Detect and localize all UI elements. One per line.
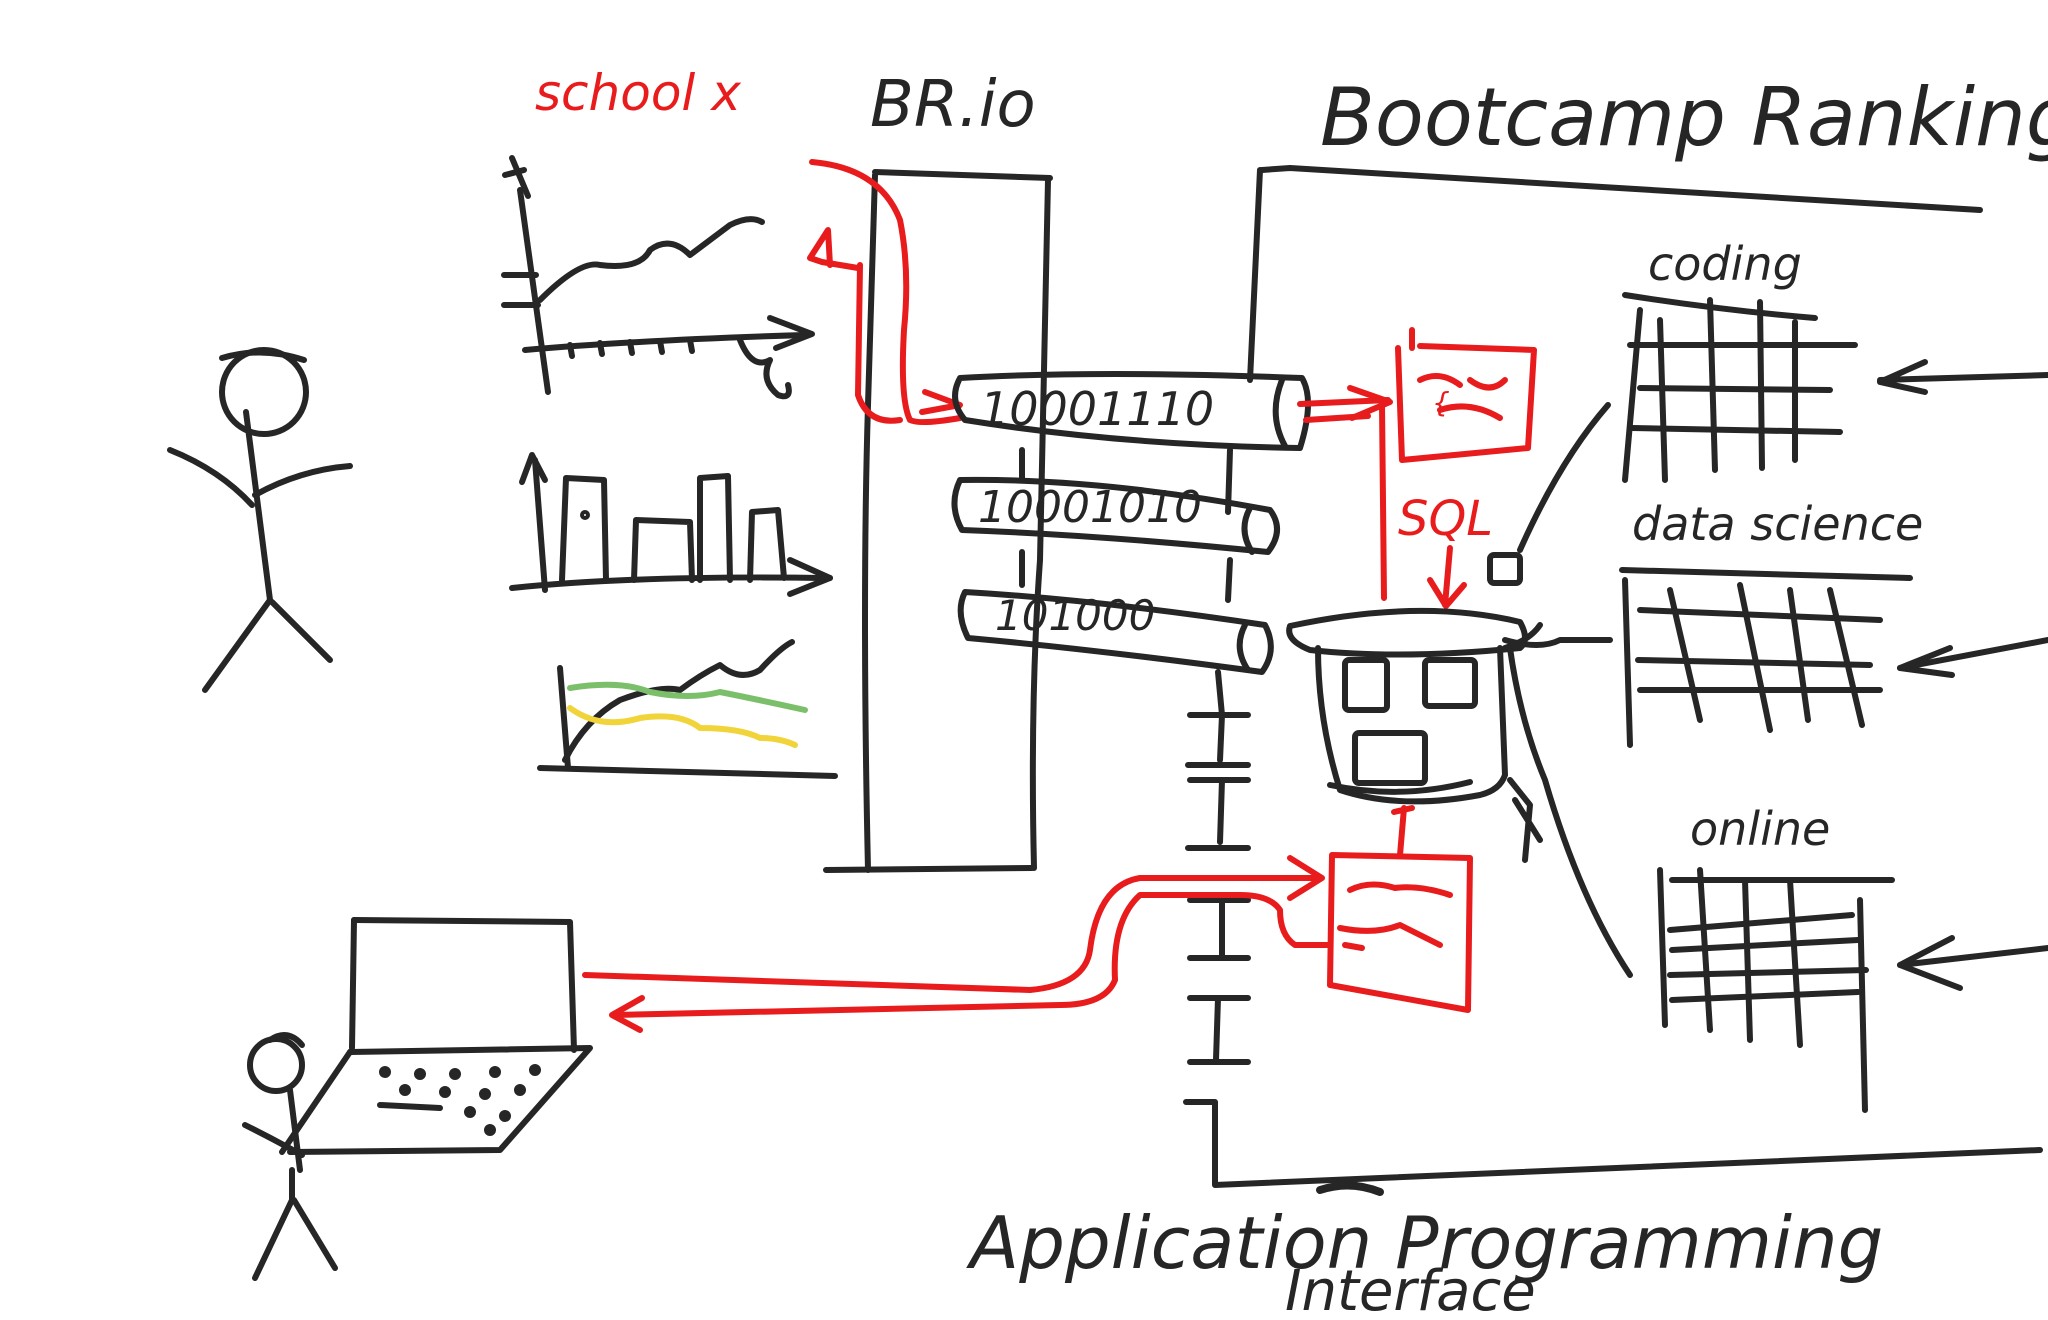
pipe-bottom-text: 101000 <box>995 591 1155 640</box>
response-flow-arrow <box>582 855 1331 1033</box>
yellow-series-line <box>567 705 798 748</box>
brio-server-box <box>823 169 1053 873</box>
user-stick-figure-icon <box>242 1032 338 1281</box>
coding-input-arrow <box>1877 359 2048 395</box>
data-science-table-label: data science <box>1632 497 1923 551</box>
laptop-icon <box>279 917 593 1155</box>
api-label-flourish <box>1316 1181 1384 1196</box>
admin-stick-figure-icon <box>167 347 353 693</box>
pipe-top: 10001110 <box>952 371 1312 451</box>
input-data-box <box>1327 805 1473 1013</box>
pipe-bottom: 101000 <box>957 589 1274 675</box>
coding-table-label: coding <box>1648 237 1802 291</box>
line-chart-icon <box>501 155 815 400</box>
sql-arrow <box>1379 402 1467 609</box>
data-science-input-arrow <box>1897 637 2048 678</box>
api-label-line1: Application Programming <box>966 1201 1883 1285</box>
link-connector <box>1487 402 1611 586</box>
brio-label: BR.io <box>870 68 1036 142</box>
bar-chart-icon <box>509 452 833 597</box>
green-series-line <box>567 681 808 713</box>
sql-label: SQL <box>1398 491 1493 547</box>
schoolx-flow-arrow <box>807 159 963 426</box>
multi-line-chart-icon <box>537 639 838 779</box>
database-icon <box>1286 607 1633 978</box>
online-input-arrow <box>1897 935 2048 991</box>
data-science-table: data science <box>1619 497 2048 748</box>
coding-table: coding <box>1622 237 2048 483</box>
pipe-middle-text: 10001010 <box>978 482 1202 533</box>
online-table-label: online <box>1690 802 1830 856</box>
pipe-top-text: 10001110 <box>980 382 1214 436</box>
school-data-box <box>1297 327 1537 463</box>
online-table: online <box>1657 802 2048 1113</box>
api-connector-line <box>1019 165 2043 1188</box>
api-label-line2: Interface <box>1285 1259 1536 1320</box>
school-data-box-text: { <box>1432 386 1450 419</box>
bootcamp-rankings-title: Bootcamp Rankings <box>1320 71 2048 164</box>
schoolx-label: school x <box>535 64 741 122</box>
pipe-middle: 10001010 <box>951 476 1280 555</box>
